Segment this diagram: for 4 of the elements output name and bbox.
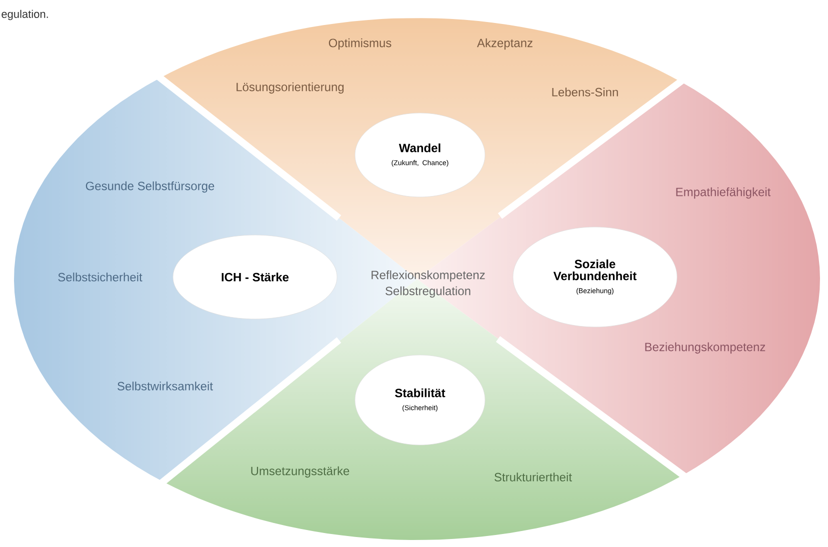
sector-label: Selbstsicherheit (58, 272, 142, 282)
sector-label: Optimismus (328, 38, 392, 50)
text: egulation. (2, 10, 48, 20)
text: Reflexionskompetenz Selbstregulation (372, 270, 485, 298)
